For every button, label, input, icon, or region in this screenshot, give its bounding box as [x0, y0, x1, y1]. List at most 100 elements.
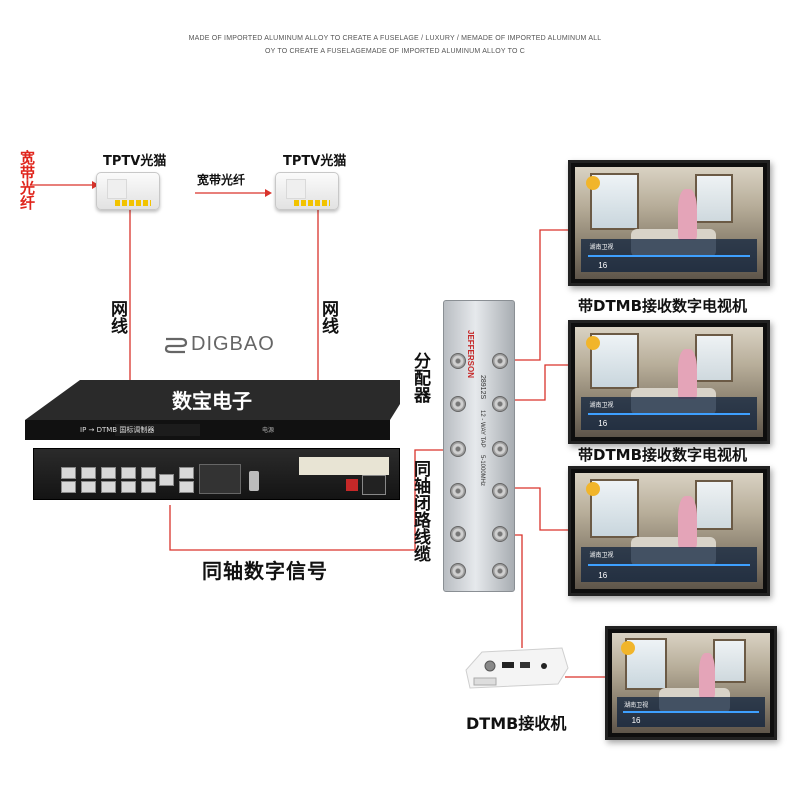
tv-2-scene-window: [695, 333, 734, 382]
splitter-port: [492, 441, 508, 457]
rear-ethernet-port: [101, 481, 116, 493]
tv-2: 湖南卫视 16: [568, 320, 770, 444]
tv-1-osd: 湖南卫视 16: [580, 238, 758, 273]
tv-2-progress-bar: [587, 413, 751, 416]
tv-1-channel-name: 湖南卫视: [589, 244, 614, 251]
tv-3-scene-person: [678, 496, 698, 549]
tv-4-scene-window: [713, 639, 746, 683]
tv-2-screen: 湖南卫视 16: [575, 327, 763, 437]
tv-3-scene-window: [695, 479, 734, 531]
company-name: 数宝电子: [172, 389, 252, 413]
brand-name: DIGBAO: [191, 333, 275, 355]
tv-1-channel-number: 16: [598, 261, 608, 271]
rear-info-sticker: [299, 457, 389, 475]
splitter-port: [492, 353, 508, 369]
splitter-device: [443, 300, 515, 592]
receiver-power-port: [541, 663, 547, 669]
tv-4-channel-name: 湖南卫视: [624, 703, 649, 709]
tap-to-tv3-line: [507, 487, 568, 531]
tv-3-progress-bar: [587, 563, 751, 566]
tv-4-channel-logo-icon: [621, 641, 636, 655]
splitter-label: 分配器: [410, 352, 430, 403]
splitter-port: [450, 526, 466, 542]
splitter-port: [450, 441, 466, 457]
rear-ethernet-port: [61, 481, 76, 493]
tv-3: 湖南卫视 16: [568, 466, 770, 596]
tv-2-channel-logo-icon: [586, 335, 601, 350]
header-line-2: OY TO CREATE A FUSELAGEMADE OF IMPORTED …: [264, 48, 526, 55]
receiver-antenna-port: [484, 660, 496, 672]
modulator-power-label: 电源: [262, 427, 275, 434]
modem-2-ports: [294, 200, 330, 206]
tv-1-channel-logo-icon: [586, 175, 601, 190]
rear-ethernet-port: [61, 467, 76, 479]
power-socket-icon: [362, 475, 386, 495]
splitter-port: [450, 353, 466, 369]
tv-2-scene-person: [678, 349, 698, 399]
modulator-top: [25, 380, 400, 420]
fiber-input-arrow: [92, 181, 99, 189]
tv-2-channel-name: 湖南卫视: [589, 403, 614, 410]
splitter-port: [492, 483, 508, 499]
modulator-rear-panel: [33, 448, 400, 500]
dtmb-receiver-device: [465, 647, 569, 689]
splitter-frequency: 5-1000MHz: [479, 455, 485, 487]
modulator-front-label: IP → DTMB 国标调制器: [80, 426, 155, 434]
modem-2: [275, 172, 339, 210]
tv-3-osd: 湖南卫视 16: [580, 547, 758, 583]
broadband-fiber-vertical-label: 宽带光纤: [18, 150, 36, 210]
rear-ethernet-port: [121, 481, 136, 493]
receiver-usb-port: [520, 662, 530, 668]
tv-2-label: 带DTMB接收数字电视机: [578, 446, 748, 464]
tv-4-osd: 湖南卫视 16: [616, 697, 766, 727]
tap-to-tv2-line: [507, 364, 568, 401]
splitter-port: [492, 526, 508, 542]
network-cable-1-label: 网线: [107, 300, 127, 334]
splitter-port: [492, 563, 508, 579]
tv-3-channel-name: 湖南卫视: [589, 553, 614, 560]
tv-1-screen: 湖南卫视 16: [575, 167, 763, 279]
splitter-port: [450, 483, 466, 499]
power-switch-icon: [346, 479, 358, 491]
splitter-port: [450, 396, 466, 412]
splitter-port: [450, 563, 466, 579]
tv-4-channel-number: 16: [631, 716, 641, 725]
coax-signal-label: 同轴数字信号: [202, 559, 328, 583]
rear-ethernet-port: [179, 467, 194, 479]
receiver-hdmi-port: [502, 662, 514, 668]
rear-rf-block: [199, 464, 241, 494]
modem-2-logo: [286, 179, 306, 199]
rear-ethernet-port: [101, 467, 116, 479]
receiver-front-usb: [473, 677, 497, 686]
rear-ethernet-port: [81, 481, 96, 493]
tv-1-scene-window: [695, 173, 734, 223]
rear-ethernet-port: [159, 474, 174, 486]
coax-cable-label: 同轴闭路线缆: [410, 460, 430, 562]
tv-3-channel-logo-icon: [586, 482, 601, 497]
tv-4-scene-person: [698, 653, 715, 698]
tv-1-progress-bar: [587, 254, 751, 257]
tv-4-screen: 湖南卫视 16: [612, 633, 770, 733]
modem-1-logo: [107, 179, 127, 199]
receiver-label: DTMB接收机: [466, 714, 567, 733]
network-cable-2-label: 网线: [318, 300, 338, 334]
modem-1-ports: [115, 200, 151, 206]
modem-1: [96, 172, 160, 210]
coax-signal-line: [169, 449, 453, 551]
broadband-fiber-label: 宽带光纤: [197, 173, 246, 187]
tv-2-osd: 湖南卫视 16: [580, 397, 758, 431]
tv-1: 湖南卫视 16: [568, 160, 770, 286]
digbao-logo-icon: [164, 337, 188, 354]
header-line-1: MADE OF IMPORTED ALUMINUM ALLOY TO CREAT…: [188, 35, 602, 42]
rear-ethernet-port: [179, 481, 194, 493]
rear-ethernet-port: [141, 467, 156, 479]
rear-ethernet-port: [121, 467, 136, 479]
tap-to-tv1-line: [507, 229, 568, 361]
tv-4-progress-bar: [622, 711, 760, 714]
rear-ethernet-port: [81, 467, 96, 479]
rear-rf-connector: [249, 471, 259, 491]
modulator-device: [25, 380, 400, 440]
modem-2-label: TPTV光猫: [283, 154, 347, 169]
splitter-port: [492, 396, 508, 412]
